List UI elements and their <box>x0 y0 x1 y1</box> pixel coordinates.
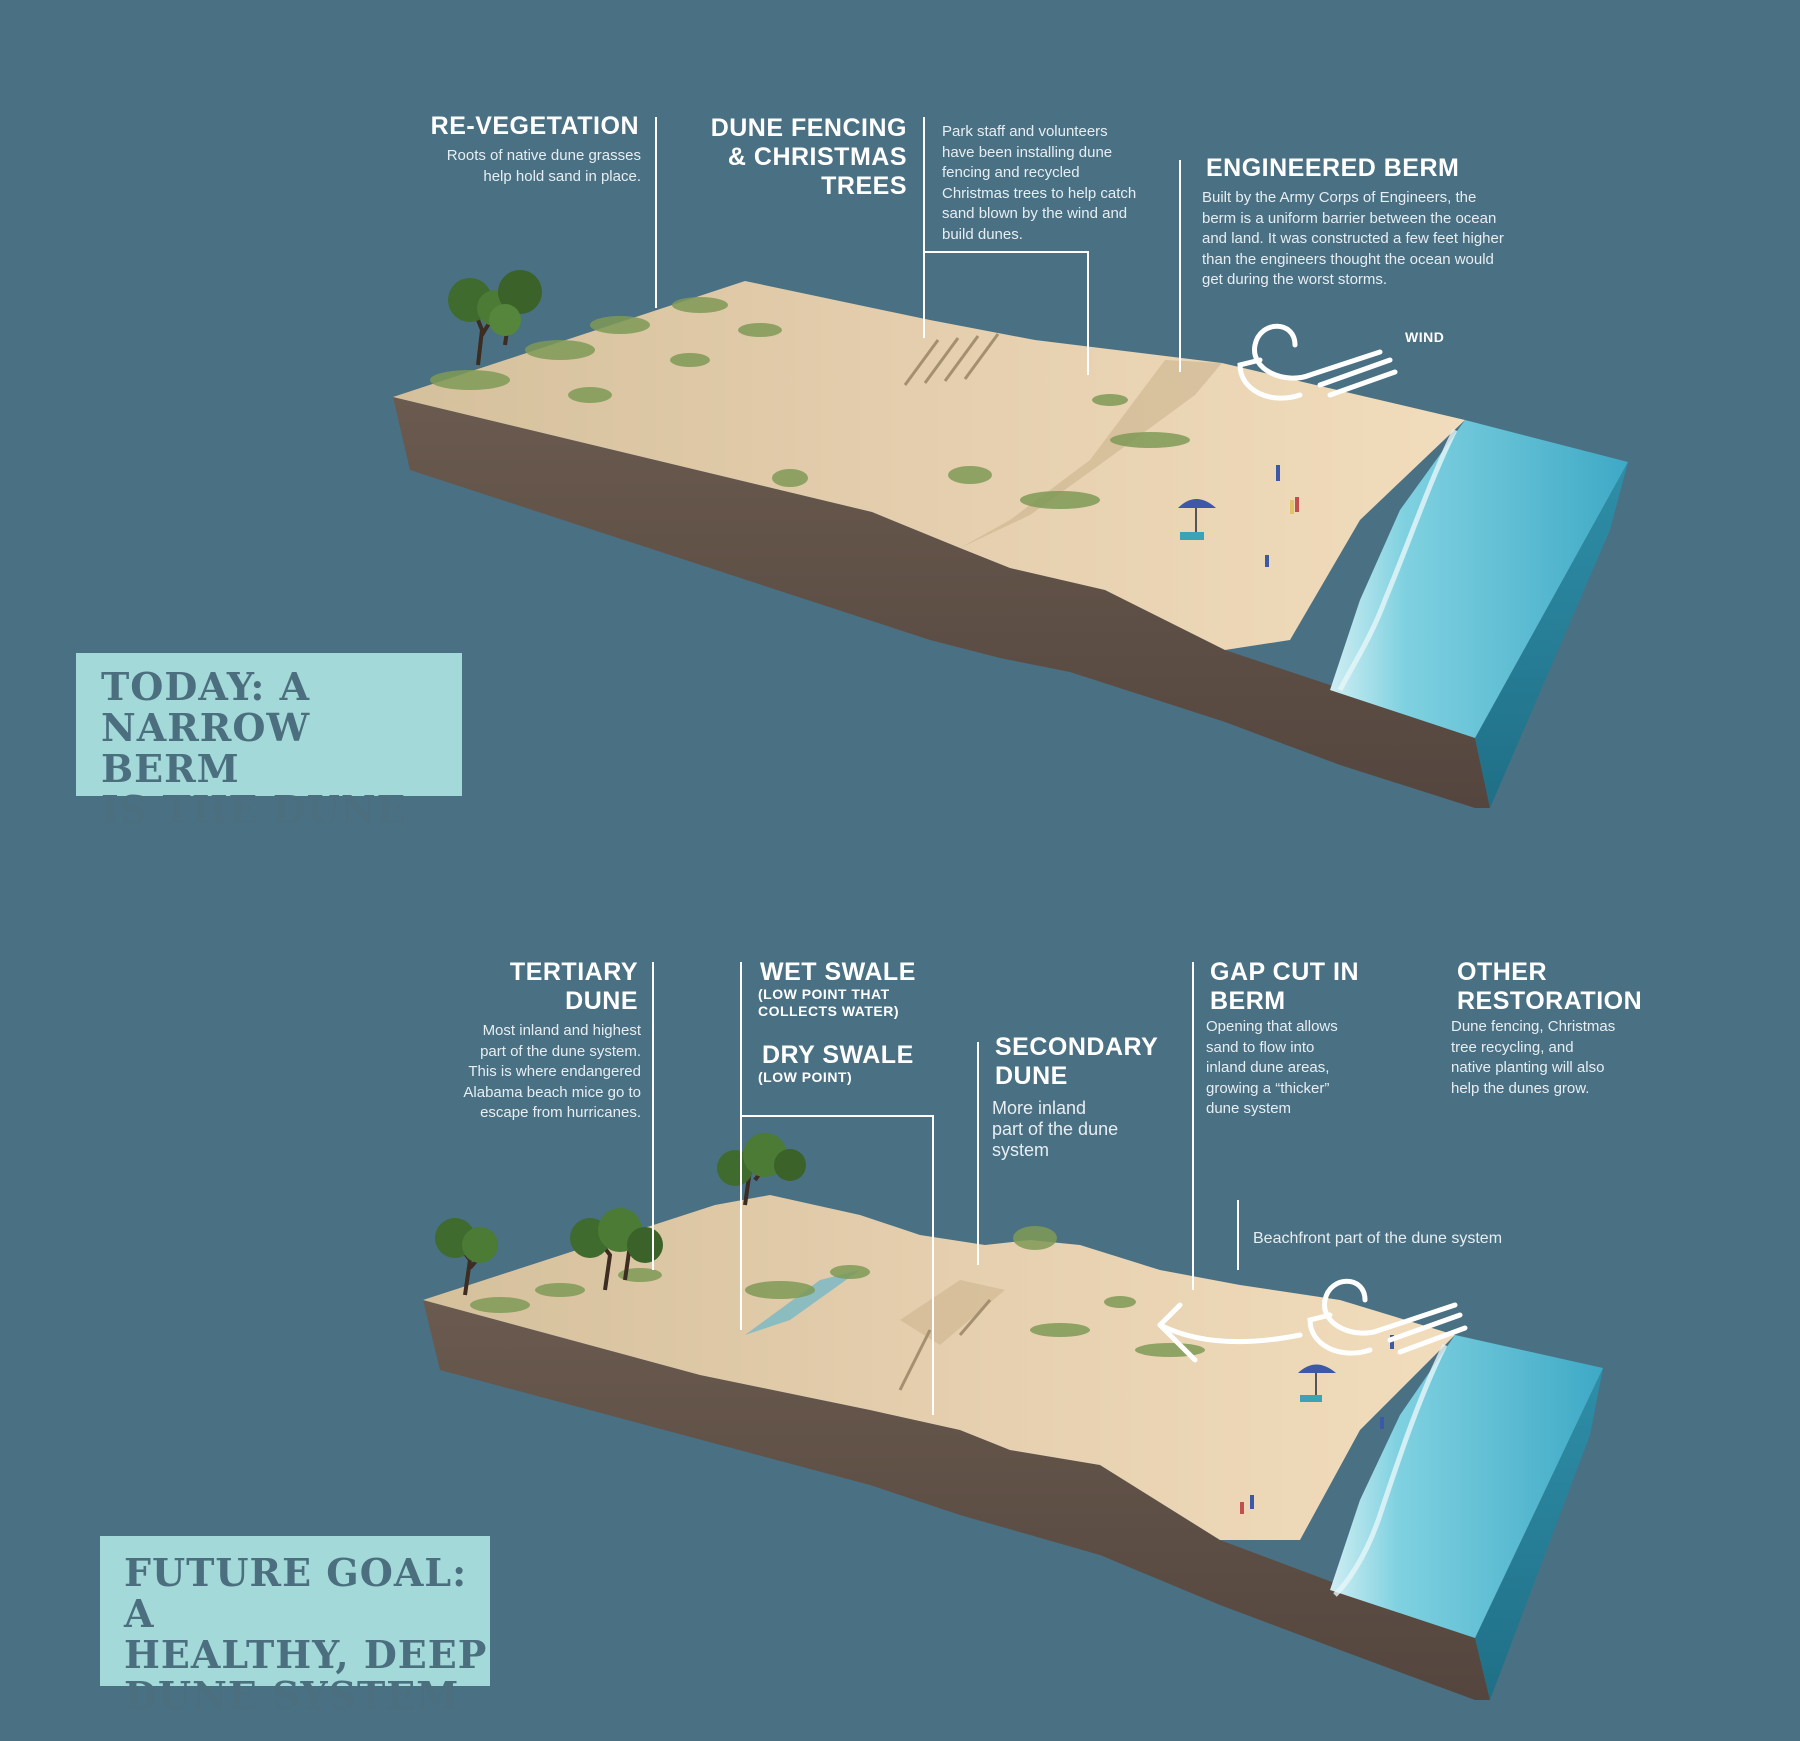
dune-fencing-label-line: DUNE FENCING <box>710 114 907 142</box>
secondary-dune-desc-line: More inland <box>992 1098 1087 1118</box>
today-leader-lines <box>655 117 1181 375</box>
tertiary-dune-desc-line: This is where endangered <box>468 1063 641 1080</box>
engineered-berm-desc-line: berm is a uniform barrier between the oc… <box>1202 209 1497 227</box>
gap-cut-desc-line: growing a “thicker” <box>1206 1079 1330 1097</box>
other-restoration-label-line: OTHER <box>1457 958 1547 986</box>
today-vegetation <box>430 297 1190 509</box>
today-surf <box>1337 428 1458 692</box>
today-title-line-1: TODAY: A <box>101 664 311 709</box>
tertiary-dune-desc-line: part of the dune system. <box>480 1042 641 1060</box>
future-ocean <box>1330 1335 1603 1638</box>
engineered-berm-label: ENGINEERED BERM <box>1206 154 1460 182</box>
today-tree <box>448 270 542 366</box>
tertiary-dune-label-line: DUNE <box>565 987 638 1015</box>
engineered-berm-desc-line: than the engineers thought the ocean wou… <box>1202 250 1494 268</box>
future-leader-lines <box>652 962 1239 1415</box>
future-title: FUTURE GOAL: A HEALTHY, DEEP DUNE SYSTEM <box>100 1536 490 1716</box>
secondary-dune-desc-line: system <box>992 1140 1050 1160</box>
future-title-line-3: DUNE SYSTEM <box>124 1673 460 1718</box>
other-restoration-desc-line: Dune fencing, Christmas <box>1451 1018 1616 1035</box>
dune-fencing-desc-line: build dunes. <box>942 225 1023 243</box>
dune-fencing-desc-line: fencing and recycled <box>942 164 1080 181</box>
today-diorama <box>393 270 1628 808</box>
dry-swale-label: DRY SWALE <box>762 1041 914 1069</box>
future-dry-swale <box>900 1280 1005 1345</box>
today-wind-icon <box>1237 323 1398 401</box>
gap-cut-desc-line: Opening that allows <box>1206 1018 1338 1035</box>
dune-fencing-label-line: & CHRISTMAS <box>727 143 907 171</box>
tertiary-dune-desc-line: escape from hurricanes. <box>480 1104 641 1121</box>
secondary-dune-label-line: SECONDARY <box>995 1033 1159 1061</box>
engineered-berm-desc-line: and land. It was constructed a few feet … <box>1202 230 1504 247</box>
dune-fencing-label: DUNE FENCING & CHRISTMAS TREES <box>660 114 907 201</box>
beachfront-label: Beachfront part of the dune system <box>1253 1230 1503 1247</box>
secondary-dune-desc-line: part of the dune <box>992 1119 1119 1139</box>
gap-cut-desc-line: inland dune areas, <box>1206 1059 1330 1076</box>
gap-cut-label: GAP CUT IN BERM <box>1210 958 1410 1016</box>
today-title: TODAY: A NARROW BERM IS THE DUNE <box>76 653 462 830</box>
wet-swale-sub-line: COLLECTS WATER) <box>758 1003 900 1019</box>
tertiary-dune-label-line: TERTIARY <box>509 958 638 986</box>
secondary-dune-label-line: DUNE <box>995 1062 1068 1090</box>
wet-swale-label: WET SWALE <box>760 958 916 986</box>
other-restoration-label: OTHER RESTORATION <box>1457 958 1697 1016</box>
tertiary-dune-label: TERTIARY DUNE <box>460 958 638 1016</box>
revegetation-desc-line: help hold sand in place. <box>483 167 641 185</box>
dune-fencing-desc-line: Christmas trees to help catch <box>942 184 1137 202</box>
today-berm-ridge <box>960 360 1222 548</box>
tertiary-dune-desc: Most inland and highest part of the dune… <box>400 1021 641 1124</box>
other-restoration-desc-line: native planting will also <box>1451 1059 1605 1076</box>
gap-cut-desc: Opening that allows sand to flow into in… <box>1206 1017 1406 1120</box>
secondary-dune-desc: More inland part of the dune system <box>992 1098 1192 1161</box>
today-dune-fencing <box>903 333 1000 386</box>
other-restoration-desc-line: help the dunes grow. <box>1451 1079 1590 1097</box>
future-wind-icon <box>1157 1278 1468 1363</box>
dune-fencing-desc-line: sand blown by the wind and <box>942 205 1128 222</box>
future-sand-top <box>423 1195 1455 1540</box>
future-water-side <box>1475 1368 1603 1700</box>
revegetation-desc: Roots of native dune grasses help hold s… <box>380 146 641 187</box>
future-vegetation <box>470 1226 1205 1357</box>
engineered-berm-desc-line: get during the worst storms. <box>1202 271 1388 288</box>
dune-fencing-desc-line: have been installing dune <box>942 143 1113 161</box>
today-water-side <box>1475 462 1628 808</box>
future-trees <box>435 1133 806 1296</box>
future-diorama <box>423 1133 1603 1700</box>
dune-fencing-desc-line: Park staff and volunteers <box>942 123 1108 140</box>
today-ocean <box>1330 420 1628 738</box>
dune-fencing-label-line: TREES <box>821 172 907 200</box>
secondary-dune-label: SECONDARY DUNE <box>995 1033 1195 1091</box>
revegetation-desc-line: Roots of native dune grasses <box>446 147 641 164</box>
today-soil-front <box>393 397 1490 808</box>
gap-cut-desc-line: dune system <box>1206 1100 1292 1117</box>
gap-cut-label-line: GAP CUT IN <box>1210 958 1359 986</box>
future-dune-fencing <box>898 1299 992 1391</box>
gap-cut-label-line: BERM <box>1210 987 1286 1015</box>
future-title-line-1: FUTURE GOAL: A <box>124 1550 468 1636</box>
future-soil-front <box>423 1300 1490 1700</box>
engineered-berm-desc: Built by the Army Corps of Engineers, th… <box>1202 188 1572 291</box>
today-beachgoers <box>1178 465 1299 567</box>
future-title-line-2: HEALTHY, DEEP <box>124 1632 488 1677</box>
tertiary-dune-desc-line: Most inland and highest <box>482 1022 641 1039</box>
other-restoration-desc: Dune fencing, Christmas tree recycling, … <box>1451 1017 1691 1099</box>
dune-fencing-desc: Park staff and volunteers have been inst… <box>942 122 1172 245</box>
dry-swale-sub: (LOW POINT) <box>758 1069 853 1085</box>
wind-label: WIND <box>1405 329 1445 345</box>
gap-cut-desc-line: sand to flow into <box>1206 1038 1315 1056</box>
revegetation-label: RE-VEGETATION <box>430 112 639 140</box>
future-beachgoers <box>1240 1335 1394 1514</box>
future-surf <box>1333 1343 1448 1597</box>
other-restoration-label-line: RESTORATION <box>1457 987 1643 1015</box>
wet-swale-sub-line: (LOW POINT THAT <box>758 986 890 1002</box>
today-title-line-2: NARROW BERM <box>101 705 311 791</box>
tertiary-dune-desc-line: Alabama beach mice go to <box>463 1083 641 1101</box>
wet-swale-sub: (LOW POINT THAT COLLECTS WATER) <box>758 986 958 1020</box>
today-title-line-3: IS THE DUNE <box>101 787 407 832</box>
future-wet-swale-water <box>745 1270 860 1335</box>
engineered-berm-desc-line: Built by the Army Corps of Engineers, th… <box>1202 189 1477 206</box>
other-restoration-desc-line: tree recycling, and <box>1451 1038 1574 1056</box>
